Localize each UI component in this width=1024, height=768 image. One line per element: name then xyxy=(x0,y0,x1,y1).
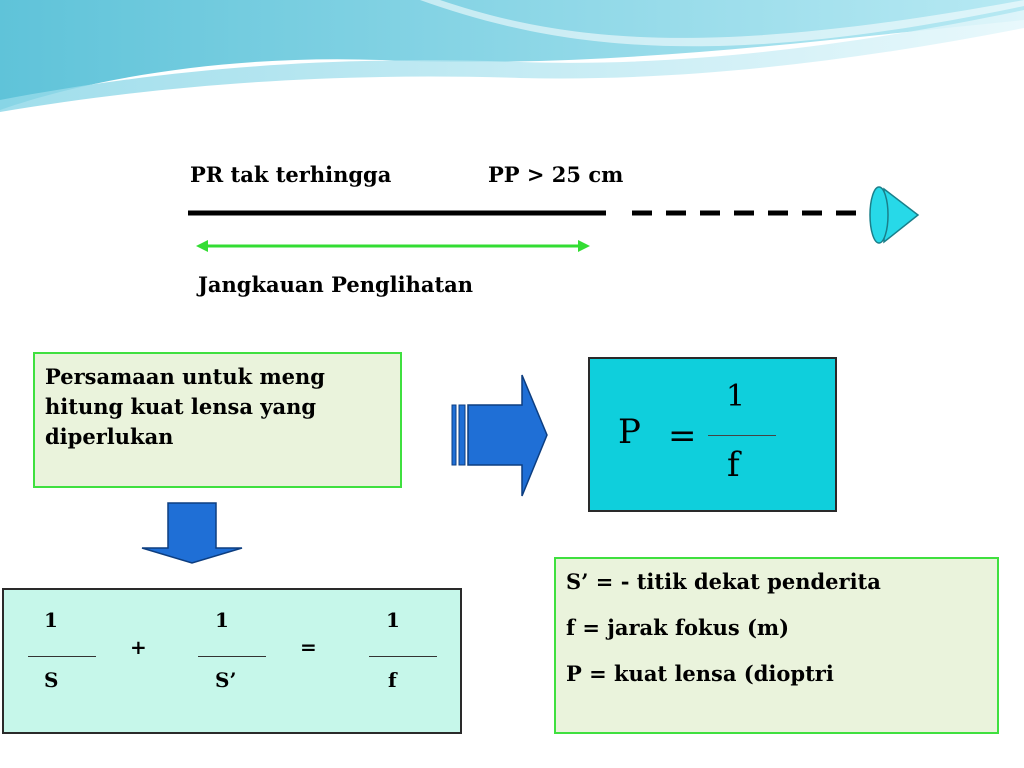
eye-icon xyxy=(869,186,920,244)
right-arrow-icon xyxy=(451,374,548,497)
equation-description-box: Persamaan untuk meng hitung kuat lensa y… xyxy=(33,352,402,488)
term1-fraction-bar xyxy=(28,656,96,657)
power-denominator: f xyxy=(727,445,740,485)
near-point-label: PP > 25 cm xyxy=(488,162,624,187)
power-equals: = xyxy=(668,416,697,456)
lens-formula-box: 1 S + 1 S’ = 1 f xyxy=(2,588,462,734)
term1-numerator: 1 xyxy=(44,608,58,632)
range-double-arrow xyxy=(196,240,590,252)
power-formula-box: P = 1 f xyxy=(588,357,837,512)
term2-denominator: S’ xyxy=(215,668,237,692)
legend-line-s-prime: S’ = - titik dekat penderita xyxy=(566,569,881,594)
variable-legend-box: S’ = - titik dekat penderita f = jarak f… xyxy=(554,557,999,734)
term3-numerator: 1 xyxy=(386,608,400,632)
legend-line-p: P = kuat lensa (dioptri xyxy=(566,661,834,686)
term3-denominator: f xyxy=(388,668,397,692)
term3-fraction-bar xyxy=(369,656,437,657)
term1-denominator: S xyxy=(44,668,59,692)
power-symbol: P xyxy=(618,412,641,452)
visual-range-label: Jangkauan Penglihatan xyxy=(198,272,474,297)
plus-operator: + xyxy=(130,635,147,659)
power-fraction-bar xyxy=(708,435,776,436)
equals-operator: = xyxy=(300,635,317,659)
equation-text-line: hitung kuat lensa yang xyxy=(45,394,317,419)
far-point-label: PR tak terhingga xyxy=(190,162,392,187)
equation-text-line: diperlukan xyxy=(45,424,174,449)
legend-line-f: f = jarak fokus (m) xyxy=(566,615,790,640)
power-numerator: 1 xyxy=(726,379,746,414)
term2-fraction-bar xyxy=(198,656,266,657)
down-arrow-icon xyxy=(141,502,243,564)
term2-numerator: 1 xyxy=(215,608,229,632)
equation-text-line: Persamaan untuk meng xyxy=(45,364,325,389)
header-waves xyxy=(0,0,1024,112)
